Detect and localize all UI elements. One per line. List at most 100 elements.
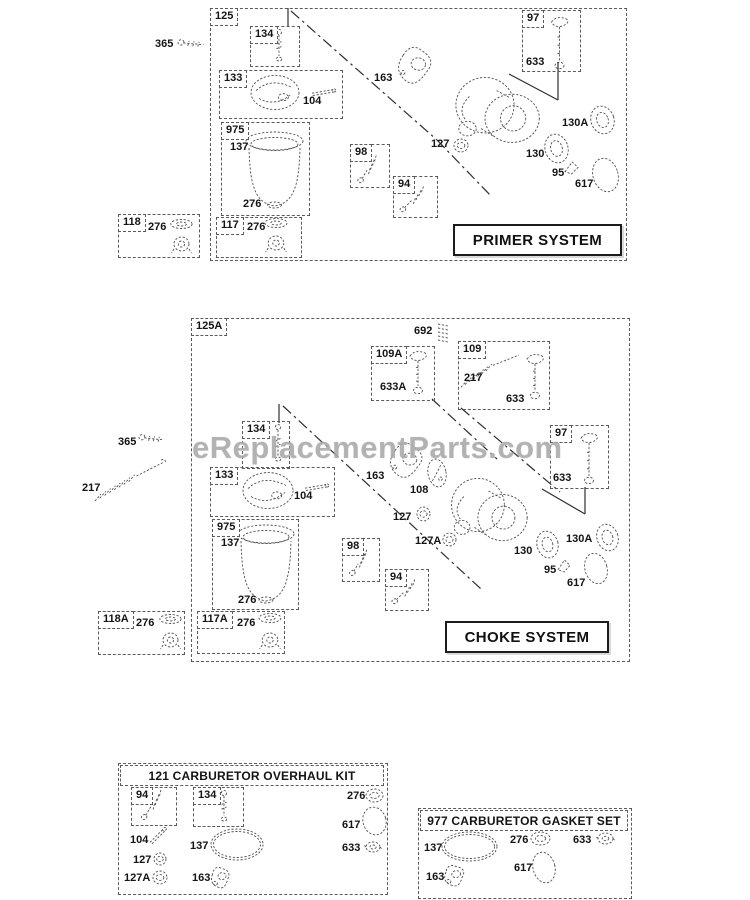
- part-sketch-ring: [152, 870, 168, 885]
- frame-97: [550, 425, 609, 489]
- frame-118: [118, 214, 200, 258]
- part-sketch-oval: [584, 552, 608, 585]
- part-label-617: 617: [567, 577, 586, 589]
- part-sketch-oval: [362, 806, 387, 836]
- frame-tag-117: 117: [216, 217, 244, 235]
- primer-system-label: PRIMER SYSTEM: [453, 224, 622, 256]
- part-sketch-ringset: [258, 613, 282, 650]
- frame-tag-97: 97: [522, 10, 545, 28]
- part-label-127A: 127A: [415, 535, 442, 547]
- frame-133: [210, 467, 335, 517]
- part-label-163: 163: [192, 872, 211, 884]
- leader-line: [508, 73, 559, 101]
- part-label-276: 276: [243, 198, 262, 210]
- part-sketch-grommet: [595, 832, 616, 845]
- frame-tag-134: 134: [193, 787, 222, 805]
- part-label-276: 276: [247, 221, 266, 233]
- frame-975: [221, 122, 310, 216]
- part-sketch-ring: [530, 831, 551, 846]
- frame-tag-134: 134: [242, 421, 271, 439]
- frame-tag-975: 975: [212, 519, 241, 537]
- part-label-276: 276: [136, 617, 155, 629]
- part-sketch-ring: [453, 138, 469, 153]
- part-label-617: 617: [514, 862, 533, 874]
- part-sketch-ring: [442, 532, 457, 547]
- choke-system-label: CHOKE SYSTEM: [445, 621, 609, 653]
- part-label-127: 127: [393, 511, 412, 523]
- frame-975: [212, 519, 299, 610]
- part-label-137: 137: [190, 840, 209, 852]
- part-label-137: 137: [230, 141, 249, 153]
- frame-117: [216, 217, 302, 258]
- frame-tag-125: 125: [210, 8, 239, 26]
- frame-tag-98: 98: [342, 538, 365, 556]
- part-sketch-springsmall: [437, 323, 449, 343]
- part-sketch-gasket: [390, 442, 423, 478]
- leader-line: [290, 10, 438, 141]
- overhaul-kit-frame: [118, 763, 388, 895]
- part-label-137: 137: [424, 842, 443, 854]
- part-sketch-screwset: [357, 154, 377, 184]
- part-label-633: 633: [342, 842, 361, 854]
- frame-tag-94: 94: [385, 569, 408, 587]
- part-sketch-ring: [153, 852, 167, 866]
- part-sketch-needlevalve: [580, 433, 598, 485]
- part-sketch-oval: [532, 851, 556, 884]
- frame-tag-134: 134: [250, 26, 279, 44]
- part-label-95: 95: [552, 167, 565, 179]
- frame-tag-133: 133: [210, 467, 239, 485]
- part-sketch-needlevalve: [550, 17, 569, 70]
- frame-tag-133: 133: [219, 70, 248, 88]
- frame-tag-117A: 117A: [197, 611, 233, 629]
- part-sketch-float: [250, 75, 300, 110]
- frame-125A: [191, 318, 630, 662]
- part-sketch-pin: [304, 483, 330, 492]
- part-sketch-oval: [592, 157, 619, 193]
- overhaul-kit-title: 121 CARBURETOR OVERHAUL KIT: [120, 765, 384, 786]
- leader-line: [460, 407, 561, 493]
- frame-109: [458, 341, 550, 410]
- leader-line: [436, 139, 493, 198]
- frame-tag-118: 118: [118, 214, 146, 232]
- leader-line: [431, 398, 498, 460]
- part-label-276: 276: [347, 790, 366, 802]
- part-label-127A: 127A: [124, 872, 151, 884]
- part-sketch-ringset: [264, 218, 288, 253]
- part-sketch-bigoval: [210, 828, 264, 861]
- part-sketch-needle: [220, 789, 228, 822]
- part-label-104: 104: [130, 834, 149, 846]
- part-sketch-clip: [564, 161, 579, 175]
- part-label-365: 365: [155, 38, 174, 50]
- part-label-108: 108: [410, 484, 429, 496]
- part-sketch-screw: [138, 434, 164, 442]
- part-sketch-ovalring: [590, 105, 615, 135]
- part-label-692: 692: [414, 325, 433, 337]
- part-sketch-ovalring: [596, 523, 619, 552]
- part-label-276: 276: [510, 834, 529, 846]
- part-label-130A: 130A: [566, 533, 593, 545]
- part-sketch-screwset: [349, 548, 368, 576]
- part-sketch-carb: [451, 477, 528, 542]
- part-sketch-carb: [455, 77, 540, 143]
- part-label-633: 633: [573, 834, 592, 846]
- part-label-633A: 633A: [380, 381, 407, 393]
- part-label-163: 163: [426, 871, 445, 883]
- part-sketch-screwset: [399, 185, 425, 213]
- part-label-633: 633: [526, 56, 545, 68]
- part-label-633: 633: [553, 472, 572, 484]
- part-label-130: 130: [514, 545, 533, 557]
- part-label-276: 276: [238, 594, 257, 606]
- frame-tag-94: 94: [131, 787, 154, 805]
- frame-tag-109A: 109A: [371, 346, 408, 364]
- frame-125: [210, 8, 627, 261]
- part-sketch-gasket: [444, 864, 465, 887]
- frame-tag-118A: 118A: [98, 611, 134, 629]
- part-sketch-needle: [274, 423, 282, 462]
- part-label-217: 217: [464, 372, 483, 384]
- part-sketch-pin: [149, 827, 167, 845]
- part-label-633: 633: [506, 393, 525, 405]
- part-sketch-gasket: [398, 46, 432, 84]
- part-sketch-spring: [94, 458, 167, 502]
